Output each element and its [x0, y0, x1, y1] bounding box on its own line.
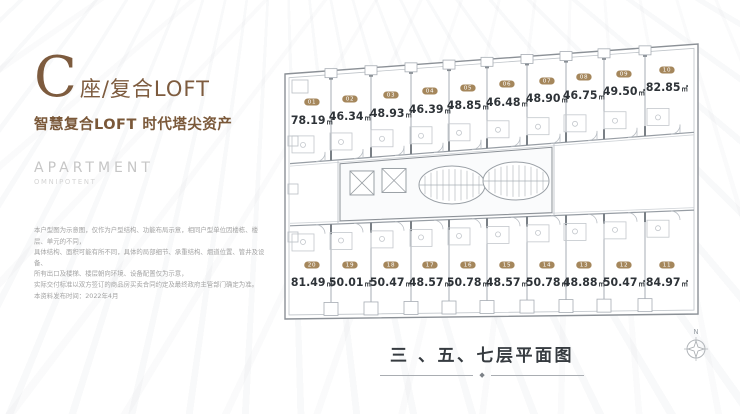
disclaimer-line: 实际交付标准以双方签订的商品房买卖合同约定及最终政府主管部门确定为准。	[34, 280, 258, 289]
unit-number-badge: 06	[499, 80, 515, 88]
left-panel: C 座/复合LOFT 智慧复合LOFT 时代塔尖资产 APARTMENT OMN…	[34, 50, 270, 320]
disclaimer-line: 本户型图为示意图，仅作为户型结构、功能布局示意，相同户型单位因楼栋、楼层、单元的…	[34, 226, 258, 245]
unit-area-label: 46.75㎡	[562, 87, 606, 102]
plan-caption: 三 、五、七层平面图 ◆	[372, 341, 592, 379]
unit-number-badge: 14	[539, 261, 555, 269]
disclaimer-line: 所有出口及楼梯、楼层朝向环境、设备配置仅为示意，	[34, 270, 188, 278]
unit-number-badge: 11	[659, 261, 675, 269]
unit-number-badge: 16	[460, 261, 476, 269]
unit-number-badge: 01	[304, 98, 320, 106]
unit-area-label: 49.50㎡	[602, 83, 646, 98]
unit-area-label: 50.47㎡	[602, 275, 646, 289]
unit-area-label: 50.78㎡	[525, 275, 569, 289]
english-subtitle: OMNIPOTENT	[34, 178, 97, 186]
unit-number-badge: 05	[460, 84, 476, 92]
unit-number-badge: 07	[539, 77, 555, 85]
unit-area-label: 82.85㎡	[645, 79, 689, 94]
unit-area-label: 48.90㎡	[525, 91, 569, 106]
caption-text: 三 、五、七层平面图	[390, 346, 574, 366]
compass-icon: N	[681, 328, 711, 366]
unit-number-badge: 10	[659, 66, 675, 74]
disclaimer-text: 本户型图为示意图，仅作为户型结构、功能布局示意，相同户型单位因楼栋、楼层、单元的…	[34, 225, 270, 301]
unit-area-label: 50.47㎡	[369, 275, 413, 289]
unit-area-label: 48.88㎡	[562, 275, 606, 289]
unit-area-label: 48.93㎡	[369, 105, 413, 120]
unit-area-label: 50.78㎡	[446, 275, 490, 289]
unit-number-badge: 09	[616, 70, 632, 78]
unit-number-badge: 18	[383, 261, 399, 269]
english-title: APARTMENT	[34, 160, 154, 176]
subtitle: 智慧复合LOFT 时代塔尖资产	[34, 117, 233, 133]
unit-area-label: 46.48㎡	[485, 94, 529, 109]
unit-number-badge: 08	[576, 73, 592, 81]
caption-divider: ◆	[372, 372, 592, 379]
unit-area-label: 50.01㎡	[328, 275, 372, 289]
unit-area-label: 48.57㎡	[485, 275, 529, 289]
divider-line-left	[380, 375, 474, 376]
compass-rose	[684, 337, 708, 361]
compass-north-label: N	[693, 328, 699, 336]
unit-area-label: 46.39㎡	[408, 102, 452, 117]
unit-area-label: 48.85㎡	[446, 98, 490, 113]
unit-area-label: 46.34㎡	[328, 109, 372, 124]
unit-number-badge: 17	[422, 261, 438, 269]
disclaimer-line: 具体结构、面积可能有所不同，具体的局部细节、承重结构、烟道位置、管井及设备、	[34, 248, 265, 267]
unit-number-badge: 15	[499, 261, 515, 269]
disclaimer-line: 本资料发布时间：2022年4月	[34, 291, 119, 300]
page-title: C 座/复合LOFT	[34, 50, 270, 106]
core-stairs-elevators	[337, 143, 555, 224]
unit-area-label: 81.49㎡	[290, 275, 334, 289]
unit-area-label: 84.97㎡	[645, 275, 689, 289]
unit-number-badge: 13	[576, 261, 592, 269]
divider-line-right	[490, 375, 585, 376]
title-text: 座/复合LOFT	[79, 77, 210, 101]
unit-area-label: 78.19㎡	[290, 113, 334, 127]
unit-number-badge: 02	[342, 95, 358, 103]
unit-number-badge: 20	[304, 261, 320, 269]
unit-number-badge: 19	[342, 261, 358, 269]
unit-number-badge: 03	[383, 91, 399, 99]
unit-number-badge: 12	[616, 261, 632, 269]
unit-number-badge: 04	[422, 87, 438, 95]
unit-area-label: 48.57㎡	[408, 275, 452, 289]
title-letter: C	[34, 45, 77, 110]
diamond-icon: ◆	[479, 371, 485, 379]
